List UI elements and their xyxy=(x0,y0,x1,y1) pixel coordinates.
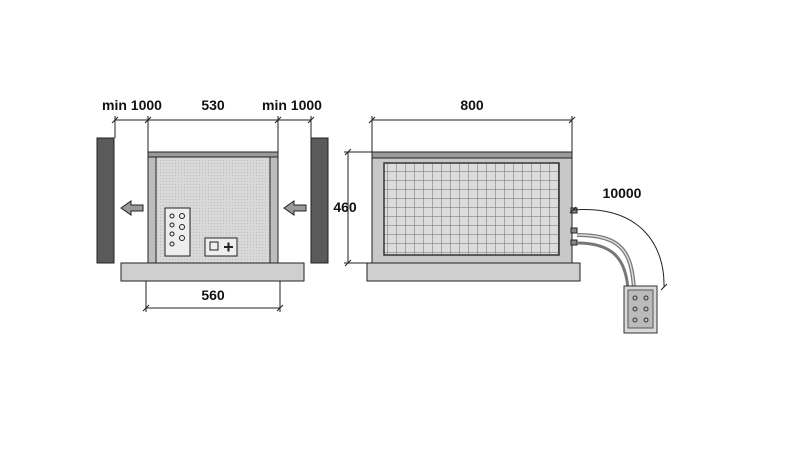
left-clearance-label: min 1000 xyxy=(102,97,162,113)
airflow-arrow-right-icon xyxy=(283,200,307,216)
base-width-label: 560 xyxy=(201,287,225,303)
right-wall xyxy=(310,137,329,264)
side-unit-top xyxy=(147,151,279,158)
unit-depth-label: 530 xyxy=(201,97,225,113)
side-view: min 1000 530 min 1000 560 xyxy=(96,97,329,312)
cable-length-label: 10000 xyxy=(603,185,642,201)
side-unit-frame-right xyxy=(269,151,279,264)
connector-box-icon xyxy=(204,237,238,257)
front-unit-top xyxy=(371,151,573,159)
side-base xyxy=(120,262,305,282)
airflow-arrow-left-icon xyxy=(120,200,144,216)
front-view: 10000 800 460 xyxy=(333,97,668,334)
connector-ports-icon xyxy=(570,207,578,246)
control-panel-icon xyxy=(164,207,191,257)
unit-height-label: 460 xyxy=(333,199,357,215)
front-grille xyxy=(383,162,560,256)
left-wall xyxy=(96,137,115,264)
right-clearance-label: min 1000 xyxy=(262,97,322,113)
cable-length-arc xyxy=(572,209,665,288)
front-base xyxy=(366,262,581,282)
unit-width-label: 800 xyxy=(460,97,484,113)
side-unit-frame-left xyxy=(147,151,157,264)
remote-control-box-icon xyxy=(623,285,658,334)
